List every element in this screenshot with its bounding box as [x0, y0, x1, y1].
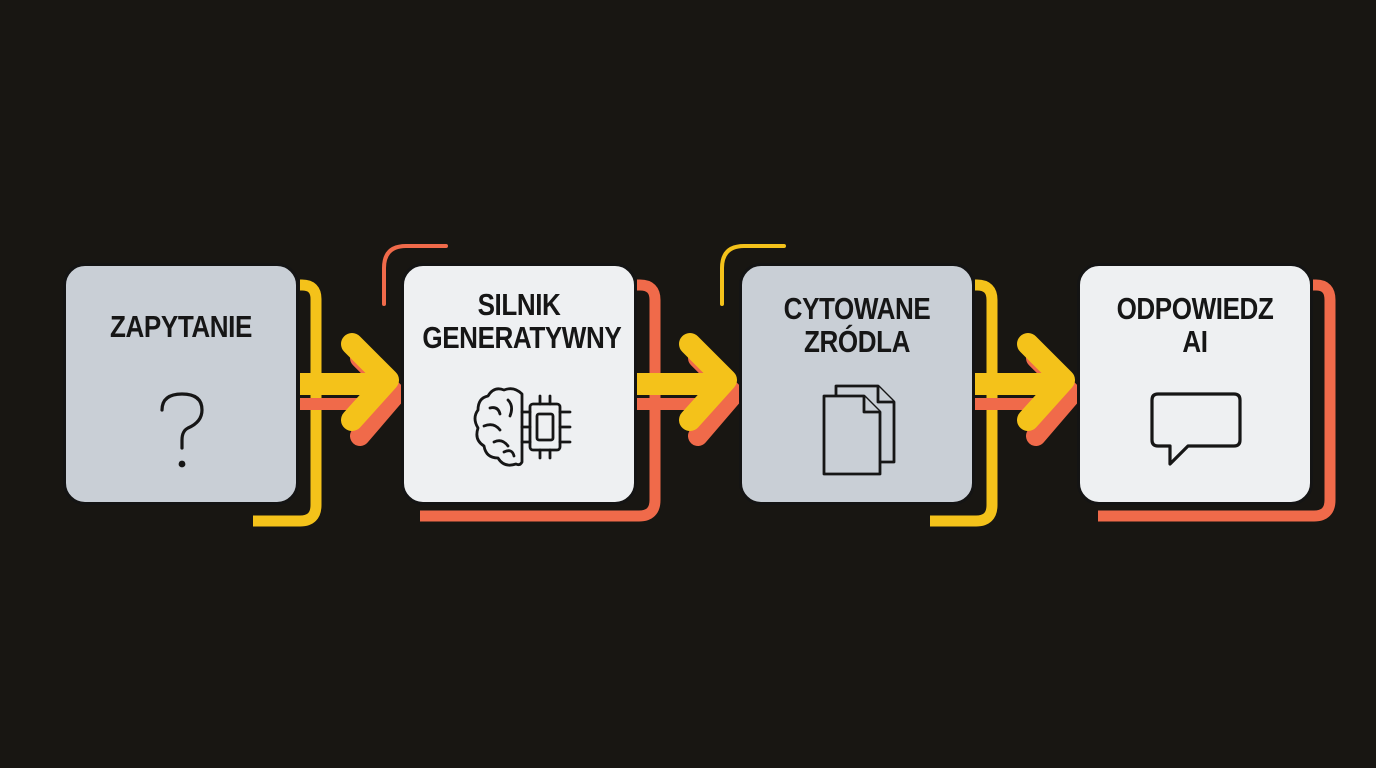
step-cited-sources: CYTOWANE ZRÓDLA [739, 263, 975, 505]
step-ai-answer: ODPOWIEDZ AI [1077, 263, 1313, 505]
brain-chip-icon [473, 387, 572, 467]
step-ai-answer-label: ODPOWIEDZ AI [1116, 291, 1274, 359]
step-query-label: ZAPYTANIE [110, 309, 252, 344]
step4-accent-shadow [1098, 279, 1336, 522]
question-mark-icon [160, 392, 204, 468]
step3-corner-arc [720, 244, 786, 306]
arrow-2 [637, 333, 744, 446]
step2-corner-arc [382, 244, 448, 306]
documents-icon [822, 384, 896, 476]
arrow-1 [300, 333, 406, 446]
arrow-3 [975, 333, 1082, 446]
step-query: ZAPYTANIE [63, 263, 299, 505]
step-cited-sources-label: CYTOWANE ZRÓDLA [783, 291, 931, 359]
step-generative-engine-label: SILNIK GENERATYWNY [422, 287, 622, 355]
speech-bubble-icon [1150, 392, 1242, 466]
step-generative-engine: SILNIK GENERATYWNY [401, 263, 637, 505]
